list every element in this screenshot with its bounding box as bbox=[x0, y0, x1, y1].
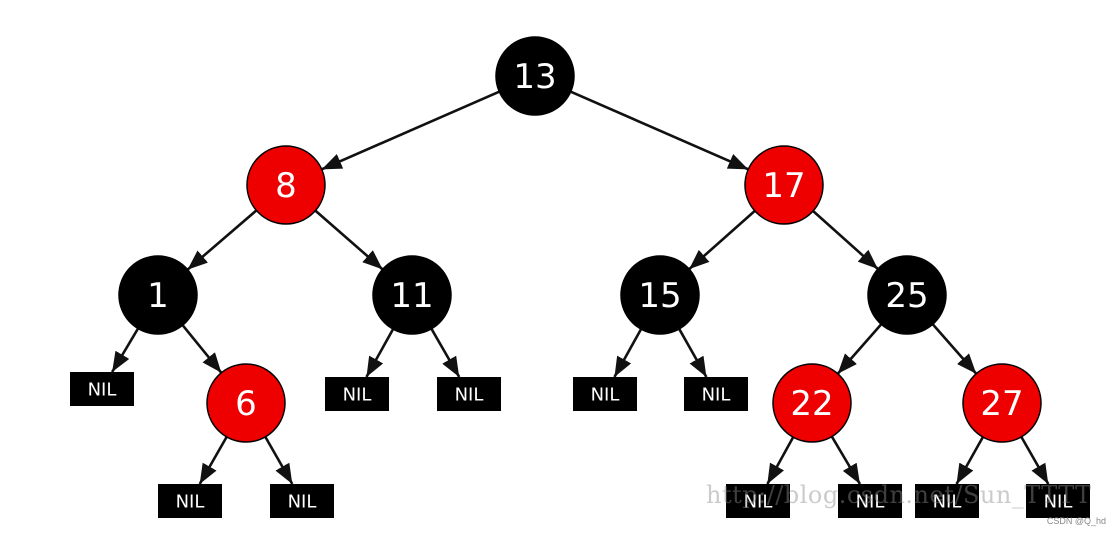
node-label: 11 bbox=[390, 276, 433, 316]
watermark-text: http://blog.csdn.net/Sun_TTTT bbox=[706, 481, 1092, 509]
nil-leaf-nil27L: NIL bbox=[915, 484, 979, 518]
nil-leaf-nil11R: NIL bbox=[437, 377, 501, 411]
nil-label: NIL bbox=[455, 385, 484, 406]
tree-node-15: 15 bbox=[620, 255, 700, 335]
edge-n27-nil27R bbox=[1020, 436, 1050, 485]
tree-node-1: 1 bbox=[118, 255, 198, 335]
nil-label: NIL bbox=[702, 385, 731, 406]
nil-box bbox=[70, 372, 134, 406]
tree-node-8: 8 bbox=[246, 145, 326, 225]
edge-n13-n8 bbox=[321, 90, 500, 171]
edge-n17-n15 bbox=[688, 209, 756, 271]
nil-label: NIL bbox=[88, 380, 117, 401]
node-label: 22 bbox=[790, 384, 833, 424]
node-circle-red bbox=[772, 363, 852, 443]
nil-box bbox=[726, 484, 790, 518]
nil-box bbox=[270, 484, 334, 518]
edge-n25-n27 bbox=[931, 323, 978, 375]
edge-n17-n25 bbox=[812, 210, 879, 270]
tree-node-13: 13 bbox=[495, 36, 575, 116]
edge-n1-nil1L bbox=[111, 327, 140, 373]
tree-node-22: 22 bbox=[772, 363, 852, 443]
nil-leaf-nil22L: NIL bbox=[726, 484, 790, 518]
nil-label: NIL bbox=[744, 492, 773, 513]
edge-n11-nil11R bbox=[430, 328, 461, 378]
node-circle-red bbox=[744, 145, 824, 225]
node-circle-black bbox=[620, 255, 700, 335]
node-label: 6 bbox=[235, 384, 257, 424]
node-label: 17 bbox=[762, 166, 805, 206]
edge-n27-nil27L bbox=[955, 436, 985, 485]
node-circle-red bbox=[246, 145, 326, 225]
node-circle-black bbox=[372, 255, 452, 335]
edge-n8-n1 bbox=[186, 209, 258, 271]
node-label: 25 bbox=[885, 276, 928, 316]
nil-leaves-layer: NIL NIL NIL NIL NIL NIL NIL NIL NIL NIL NIL bbox=[70, 372, 1090, 518]
nil-label: NIL bbox=[933, 492, 962, 513]
edge-n11-nil11L bbox=[365, 328, 395, 378]
edge-n22-nil22R bbox=[830, 435, 862, 485]
nil-label: NIL bbox=[1044, 492, 1073, 513]
nil-box bbox=[915, 484, 979, 518]
node-circle-black bbox=[118, 255, 198, 335]
node-circle-red bbox=[962, 363, 1042, 443]
edges-layer bbox=[111, 90, 1050, 485]
nil-leaf-nil1L: NIL bbox=[70, 372, 134, 406]
nil-leaf-nil27R: NIL bbox=[1026, 484, 1090, 518]
nil-label: NIL bbox=[856, 492, 885, 513]
edge-n1-n6 bbox=[181, 324, 223, 374]
nil-box bbox=[838, 484, 902, 518]
tree-node-6: 6 bbox=[206, 363, 286, 443]
nil-box bbox=[158, 484, 222, 518]
nil-box bbox=[573, 377, 637, 411]
node-label: 13 bbox=[513, 57, 556, 97]
credit-text: CSDN @Q_hd bbox=[1046, 516, 1106, 526]
tree-node-11: 11 bbox=[372, 255, 452, 335]
nil-leaf-nil6R: NIL bbox=[270, 484, 334, 518]
node-circle-black bbox=[495, 36, 575, 116]
edge-n22-nil22L bbox=[766, 436, 795, 485]
nil-label: NIL bbox=[176, 492, 205, 513]
edge-n15-nil15R bbox=[678, 328, 708, 378]
node-label: 8 bbox=[275, 166, 297, 206]
node-label: 1 bbox=[147, 276, 169, 316]
edge-n25-n22 bbox=[836, 323, 883, 375]
nil-leaf-nil15L: NIL bbox=[573, 377, 637, 411]
nil-leaf-nil11L: NIL bbox=[325, 377, 389, 411]
node-label: 15 bbox=[638, 276, 681, 316]
tree-node-27: 27 bbox=[962, 363, 1042, 443]
nil-leaf-nil6L: NIL bbox=[158, 484, 222, 518]
nil-box bbox=[1026, 484, 1090, 518]
nil-label: NIL bbox=[343, 385, 372, 406]
nil-leaf-nil15R: NIL bbox=[684, 377, 748, 411]
nil-label: NIL bbox=[591, 385, 620, 406]
edge-n15-nil15L bbox=[613, 328, 643, 378]
nil-label: NIL bbox=[288, 492, 317, 513]
node-circle-red bbox=[206, 363, 286, 443]
nil-box bbox=[684, 377, 748, 411]
tree-node-25: 25 bbox=[867, 255, 947, 335]
nil-box bbox=[437, 377, 501, 411]
nil-box bbox=[325, 377, 389, 411]
edge-n8-n11 bbox=[314, 209, 384, 271]
edge-n6-nil6L bbox=[198, 436, 228, 485]
edge-n6-nil6R bbox=[264, 436, 294, 485]
nil-leaf-nil22R: NIL bbox=[838, 484, 902, 518]
edge-n13-n17 bbox=[570, 90, 749, 171]
node-circle-black bbox=[867, 255, 947, 335]
node-label: 27 bbox=[980, 384, 1023, 424]
tree-node-17: 17 bbox=[744, 145, 824, 225]
